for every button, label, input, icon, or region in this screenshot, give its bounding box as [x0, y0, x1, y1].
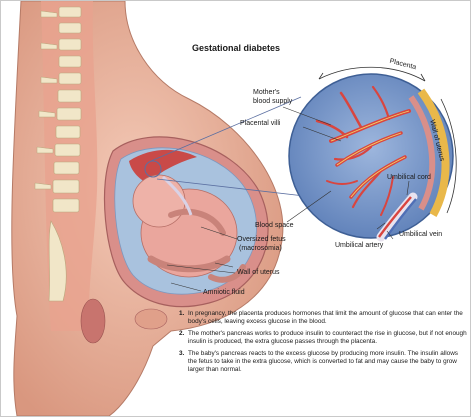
note-item: 1. In pregnancy, the placenta produces h…: [179, 310, 467, 325]
note-text: The baby's pancreas reacts to the excess…: [188, 350, 467, 373]
label-umbilical-cord: Umbilical cord: [387, 174, 431, 183]
label-amniotic-fluid: Amniotic fluid: [203, 289, 245, 298]
label-umbilical-artery: Umbilical artery: [335, 242, 383, 251]
note-text: In pregnancy, the placenta produces horm…: [188, 310, 467, 325]
label-mothers-blood-supply-2: blood supply: [253, 98, 292, 107]
label-blood-space: Blood space: [255, 222, 294, 231]
note-number: 3.: [179, 350, 188, 373]
diagram-title: Gestational diabetes: [192, 43, 280, 53]
fetus-head: [133, 175, 185, 227]
label-mothers-blood-supply-1: Mother's: [253, 89, 280, 98]
note-item: 2. The mother's pancreas works to produc…: [179, 330, 467, 345]
label-oversized-fetus-2: (macrosomia): [239, 245, 282, 254]
label-oversized-fetus-1: Oversized fetus: [237, 236, 286, 245]
label-umbilical-vein: Umbilical vein: [399, 231, 442, 240]
note-text: The mother's pancreas works to produce i…: [188, 330, 467, 345]
note-number: 2.: [179, 330, 188, 345]
rectum: [81, 299, 105, 343]
note-item: 3. The baby's pancreas reacts to the exc…: [179, 350, 467, 373]
bladder: [135, 309, 167, 329]
label-placental-villi: Placental villi: [240, 120, 280, 129]
note-number: 1.: [179, 310, 188, 325]
label-wall-of-uterus: Wall of uterus: [237, 269, 280, 278]
explanation-list: 1. In pregnancy, the placenta produces h…: [179, 310, 467, 378]
